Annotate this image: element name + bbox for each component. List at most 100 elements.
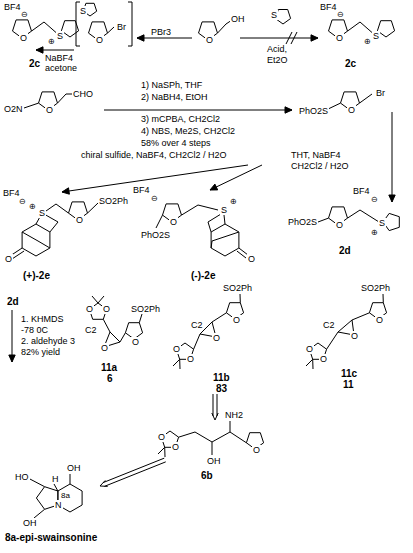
- bond-line: [103, 319, 110, 332]
- chem-label: Br: [375, 88, 386, 98]
- chem-label: O: [212, 333, 221, 343]
- arrow-head: [100, 480, 108, 486]
- chem-label: Et2O: [266, 55, 289, 65]
- bond-line: [54, 484, 58, 491]
- arrow-head: [9, 355, 15, 362]
- bond-line: [139, 314, 142, 323]
- charge-sign: ⊕: [363, 38, 372, 46]
- compound-number: 83: [215, 383, 228, 394]
- arrow-head: [285, 107, 292, 113]
- chem-label: PhO2S: [140, 230, 171, 240]
- chem-label: 2. aldehyde 3: [20, 336, 76, 346]
- bond-line: [22, 224, 50, 256]
- chem-label: 2) NaBH4, EtOH: [140, 92, 209, 102]
- chem-label: Acid,: [266, 44, 288, 54]
- chem-label: BF4: [132, 185, 151, 195]
- chem-label: O: [131, 337, 140, 347]
- chem-label: S: [270, 10, 278, 20]
- chem-label: CH2Cl2 / H2O: [290, 161, 350, 171]
- reaction-arrow: [392, 112, 393, 202]
- bond-line: [240, 294, 241, 303]
- bond-line: [46, 204, 69, 213]
- chem-label: O2N: [3, 104, 24, 114]
- bond-line: [230, 421, 231, 432]
- compound-number: 11b: [212, 372, 231, 383]
- chem-label: O: [205, 35, 214, 45]
- bond-line: [318, 218, 329, 222]
- charge-sign: ⊕: [47, 38, 56, 46]
- chem-label: S: [56, 31, 64, 41]
- compound-number: 8a-epi-swainsonine: [4, 532, 98, 543]
- charge-sign: ⊖: [150, 195, 159, 203]
- bond-line: [211, 232, 239, 248]
- compound-number: 2d: [6, 296, 20, 307]
- chem-label: O: [335, 220, 344, 230]
- bond-line: [24, 103, 39, 108]
- chem-label: O: [172, 344, 181, 354]
- chem-label: C2: [190, 320, 204, 330]
- chem-label: N: [54, 500, 63, 510]
- chem-label: O: [335, 33, 344, 43]
- chem-label: S: [378, 218, 386, 228]
- chem-label: O: [171, 442, 180, 452]
- multistep-arrow: [213, 394, 214, 416]
- bond-line: [98, 296, 104, 303]
- chem-label: BF4: [319, 2, 338, 12]
- chem-label: OH: [206, 456, 222, 466]
- chem-label: acetone: [44, 63, 78, 73]
- chem-label: 1. KHMDS: [20, 314, 65, 324]
- charge-sign: ⊖: [370, 196, 379, 204]
- bond-line: [360, 94, 373, 103]
- bond-line: [224, 215, 225, 224]
- bond-line: [211, 224, 239, 256]
- reaction-arrow: [137, 38, 192, 39]
- reaction-arrow: [210, 165, 262, 190]
- charge-sign: ⊖: [20, 11, 29, 19]
- chem-label: C2: [84, 325, 98, 335]
- chem-label: PBr3: [150, 27, 172, 37]
- arrow-head: [137, 35, 144, 41]
- charge-sign: ⊕: [229, 198, 238, 206]
- chem-label: O: [350, 331, 359, 341]
- chem-label: 82% yield: [20, 347, 61, 357]
- chem-label: CHO: [72, 89, 94, 99]
- chem-label: S: [79, 6, 87, 16]
- arrow-head: [210, 184, 218, 190]
- chem-label: O: [169, 217, 178, 227]
- chem-label: 58% over 4 steps: [140, 138, 212, 148]
- chem-label: O: [102, 304, 111, 314]
- chem-label: O: [95, 35, 104, 45]
- compound-number: 2c: [28, 58, 41, 69]
- chem-label: O: [247, 254, 256, 264]
- chem-label: C2: [322, 320, 336, 330]
- bond-line: [120, 333, 125, 342]
- chem-label: O: [319, 354, 328, 364]
- chem-label: O: [186, 354, 195, 364]
- bond-line: [179, 359, 180, 369]
- bond-line: [182, 205, 219, 215]
- chem-label: BF4: [3, 2, 22, 12]
- compound-number: (+)-2e: [22, 270, 51, 281]
- bond-line: [173, 359, 180, 366]
- chem-label: OH: [22, 518, 38, 528]
- chem-label: O: [19, 33, 28, 43]
- compound-number: 2d: [338, 245, 352, 256]
- charge-sign: ⊕: [370, 229, 379, 237]
- chem-label: -78 0C: [20, 325, 49, 335]
- bond-line: [352, 313, 369, 320]
- chem-label: BF4: [352, 186, 371, 196]
- arrow-head: [36, 47, 43, 53]
- charge-sign: 8a: [60, 492, 71, 500]
- bond-line: [12, 251, 24, 259]
- bond-line: [44, 214, 58, 232]
- bond-line: [212, 313, 226, 322]
- charge-sign: ⊖: [18, 198, 27, 206]
- bond-line: [164, 447, 165, 457]
- chem-label: S: [372, 31, 380, 41]
- chem-label: O: [347, 105, 356, 115]
- chem-label: O: [232, 315, 241, 325]
- arrow-head: [212, 413, 218, 420]
- bond-line: [108, 27, 115, 33]
- chem-label: O: [45, 105, 54, 115]
